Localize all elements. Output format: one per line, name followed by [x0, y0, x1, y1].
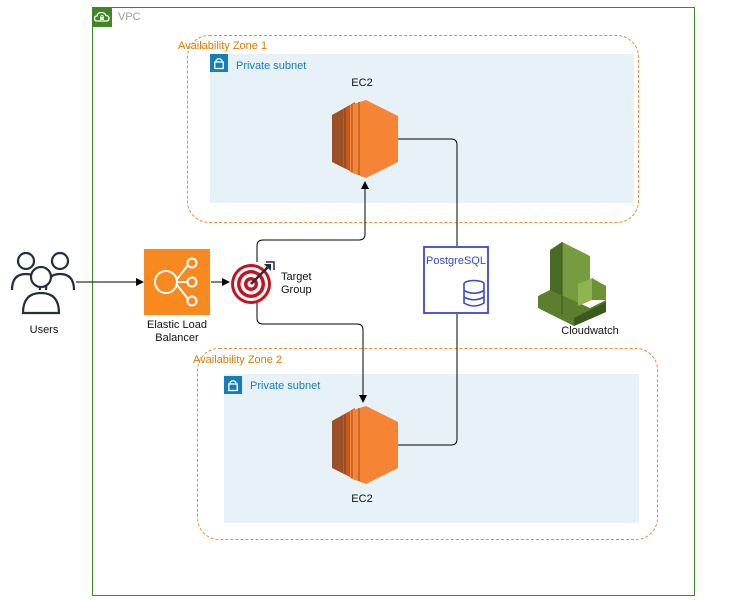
elb-label-line-1: Elastic Load: [147, 319, 207, 331]
ec2-2-icon: [332, 406, 398, 484]
target-group-label-line-1: Target: [281, 271, 312, 283]
connector-ec2-1-to-postgres: [398, 138, 458, 246]
target-group-label-line-2: Group: [281, 284, 312, 296]
private-subnet-1: [210, 54, 634, 203]
elb-label-line-2: Balancer: [155, 332, 199, 344]
connector-target-to-ec2-1: [256, 181, 369, 262]
ec2-1-icon: [332, 100, 398, 178]
availability-zone-2-label: Availability Zone 2: [193, 354, 283, 366]
users-label: Users: [29, 324, 59, 336]
load-balancer-icon: [144, 249, 210, 315]
private-subnet-1-label: Private subnet: [236, 60, 307, 72]
ec2-2-label: EC2: [351, 493, 373, 505]
vpc-cloud-lock-icon: [92, 7, 112, 27]
availability-zone-1-label: Availability Zone 1: [178, 40, 268, 52]
subnet-2-lock-icon: [224, 376, 242, 394]
availability-zone-2: [197, 348, 658, 540]
ec2-1-label: EC2: [351, 77, 373, 89]
availability-zone-1: [187, 35, 639, 223]
postgres-database-icon: [423, 246, 489, 314]
connector-target-to-ec2-2: [256, 303, 367, 403]
vpc-container: [92, 7, 695, 596]
users-icon: [10, 251, 76, 315]
cloudwatch-label: Cloudwatch: [561, 325, 619, 337]
postgres-label: PostgreSQL: [426, 255, 486, 267]
connector-ec2-2-to-postgres: [398, 314, 458, 446]
private-subnet-2: [224, 374, 639, 523]
cloudwatch-icon: [538, 242, 606, 326]
vpc-label: VPC: [118, 11, 141, 23]
subnet-1-lock-icon: [210, 54, 228, 72]
target-icon: [231, 261, 275, 304]
private-subnet-2-label: Private subnet: [250, 380, 321, 392]
